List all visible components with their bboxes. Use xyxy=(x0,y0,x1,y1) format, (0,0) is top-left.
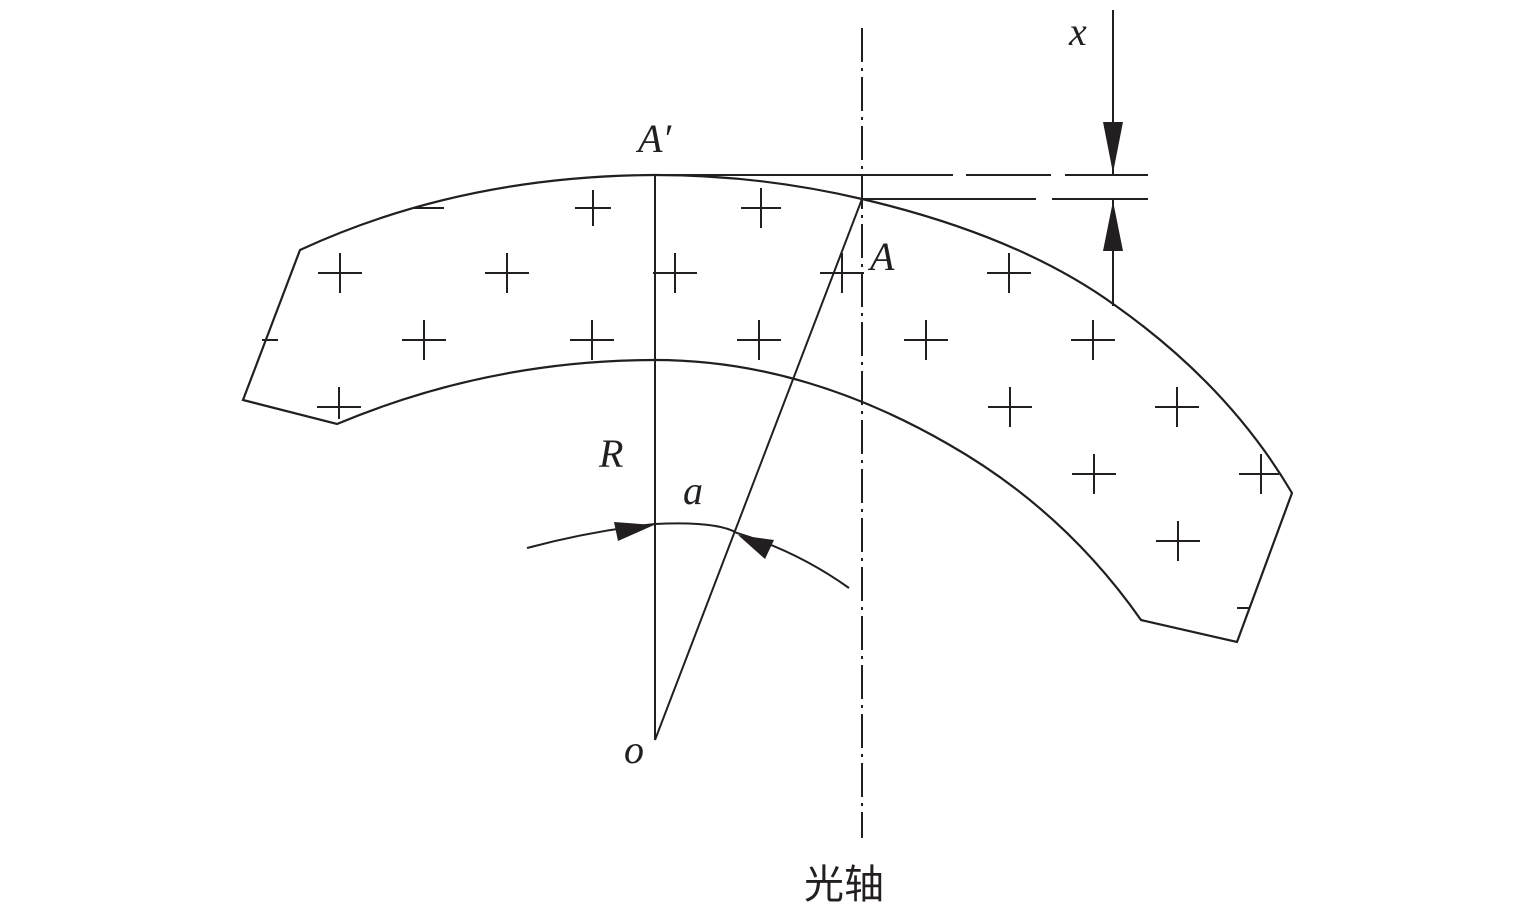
dimension-arrow-up xyxy=(1103,201,1123,251)
curved-segment-outline xyxy=(241,173,1294,644)
label-optical-axis: 光轴 xyxy=(804,862,884,908)
plus-mark xyxy=(485,253,529,293)
plus-mark xyxy=(570,320,614,360)
angle-arrow-right xyxy=(738,535,774,559)
plus-mark xyxy=(318,253,362,293)
plus-mark xyxy=(988,387,1032,427)
plus-mark xyxy=(741,188,781,228)
plus-mark xyxy=(820,253,864,293)
hatch-pattern xyxy=(262,188,1279,609)
label-a: A xyxy=(867,234,895,279)
label-angle-a: a xyxy=(683,468,703,513)
label-r: R xyxy=(598,431,623,476)
plus-mark xyxy=(1155,387,1199,427)
plus-mark xyxy=(737,320,781,360)
line-o-to-a xyxy=(654,198,863,741)
label-x: x xyxy=(1068,9,1087,54)
dimension-arrow-down xyxy=(1103,122,1123,173)
plus-mark xyxy=(1156,521,1200,561)
label-a-prime: A′ xyxy=(635,116,672,161)
label-origin: o xyxy=(624,727,644,772)
plus-mark xyxy=(1072,454,1116,494)
plus-mark xyxy=(653,253,697,293)
plus-mark xyxy=(575,190,611,226)
plus-mark xyxy=(904,320,948,360)
plus-mark xyxy=(1239,454,1279,494)
plus-mark xyxy=(987,253,1031,293)
angle-arc xyxy=(526,522,850,589)
angle-arrow-left xyxy=(614,522,654,541)
plus-mark xyxy=(402,320,446,360)
plus-mark xyxy=(317,387,361,419)
plus-mark xyxy=(1071,320,1115,360)
